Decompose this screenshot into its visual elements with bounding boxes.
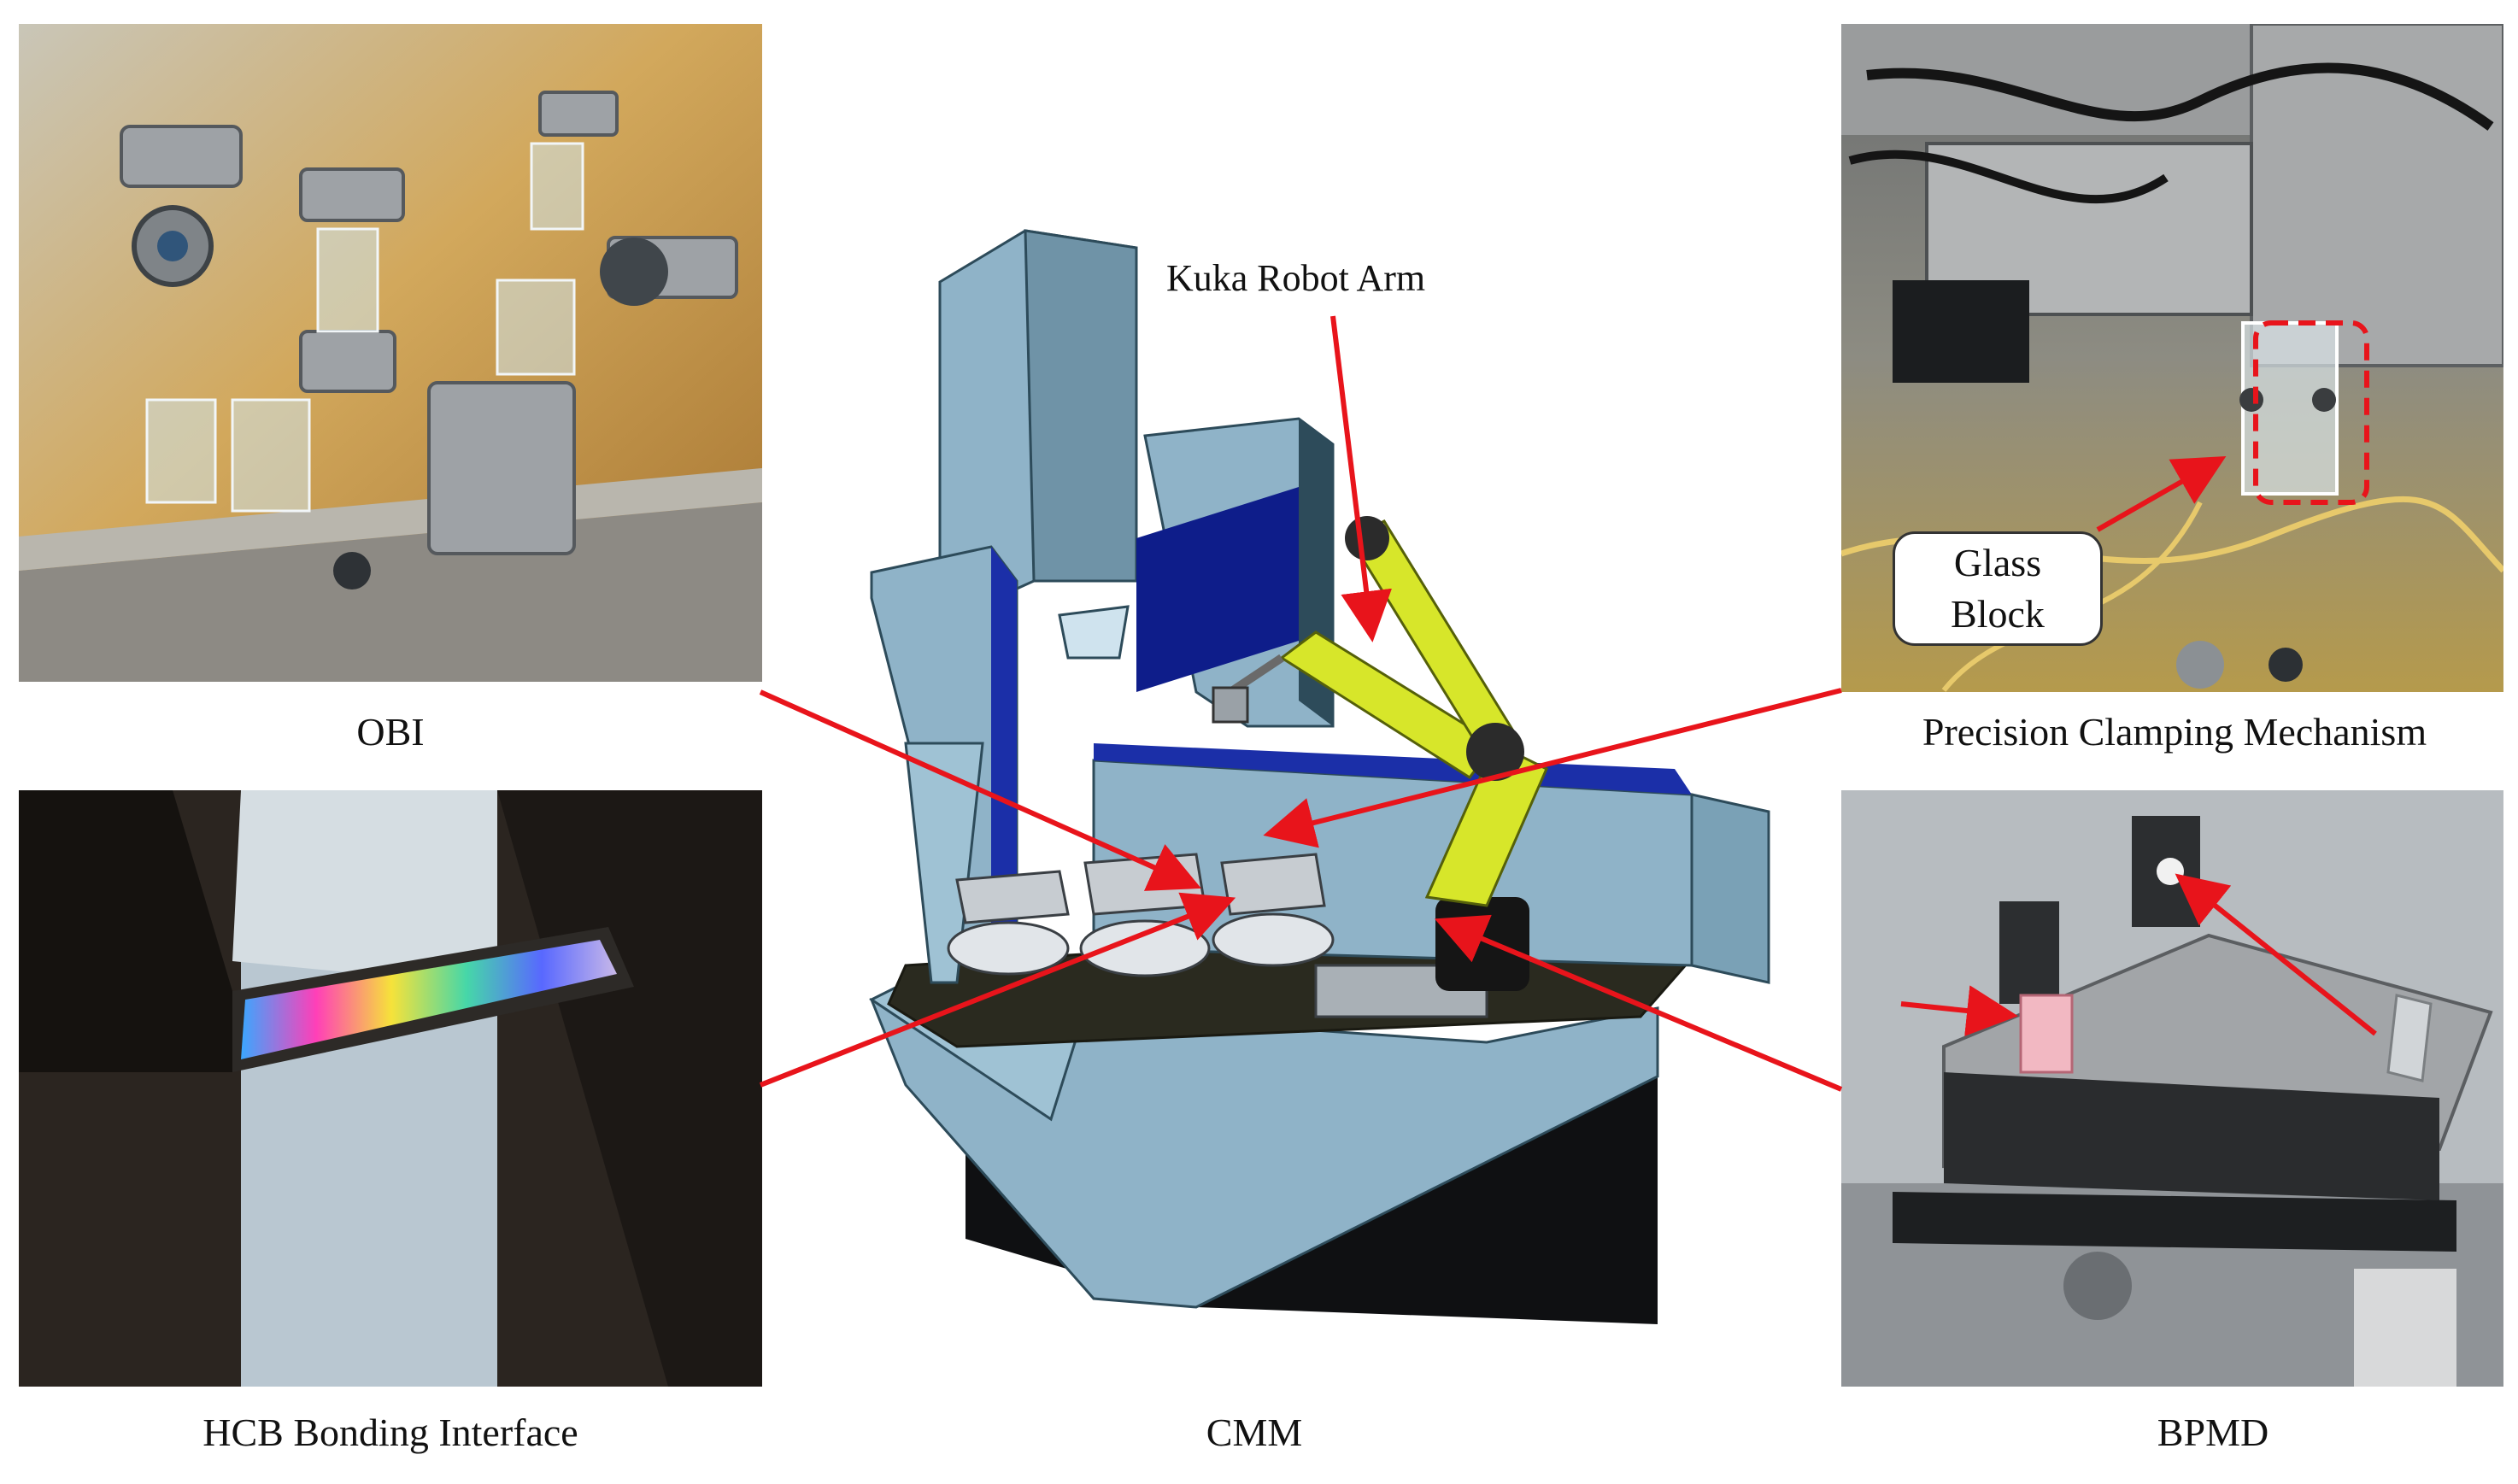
glass-block-label-line2: Block: [1951, 592, 2045, 636]
glass-block-label-line1: Glass: [1953, 541, 2042, 584]
obi-photo: [19, 24, 762, 682]
caption-cmm: CMM: [1206, 1411, 1303, 1454]
caption-hcb: HCB Bonding Interface: [202, 1411, 578, 1454]
cmm-machine-figure: [869, 229, 1770, 1324]
caption-obi: OBI: [356, 710, 425, 754]
kuka-robot-arm-label: Kuka Robot Arm: [1166, 257, 1426, 299]
caption-clamping: Precision Clamping Mechanism: [1922, 710, 2427, 754]
glass-block-label: Glass Block: [1893, 531, 2103, 646]
clamping-photo: [1841, 24, 2503, 692]
caption-bpmd: BPMD: [2157, 1411, 2269, 1454]
bpmd-photo: [1841, 790, 2503, 1387]
hcb-photo: [19, 790, 762, 1387]
